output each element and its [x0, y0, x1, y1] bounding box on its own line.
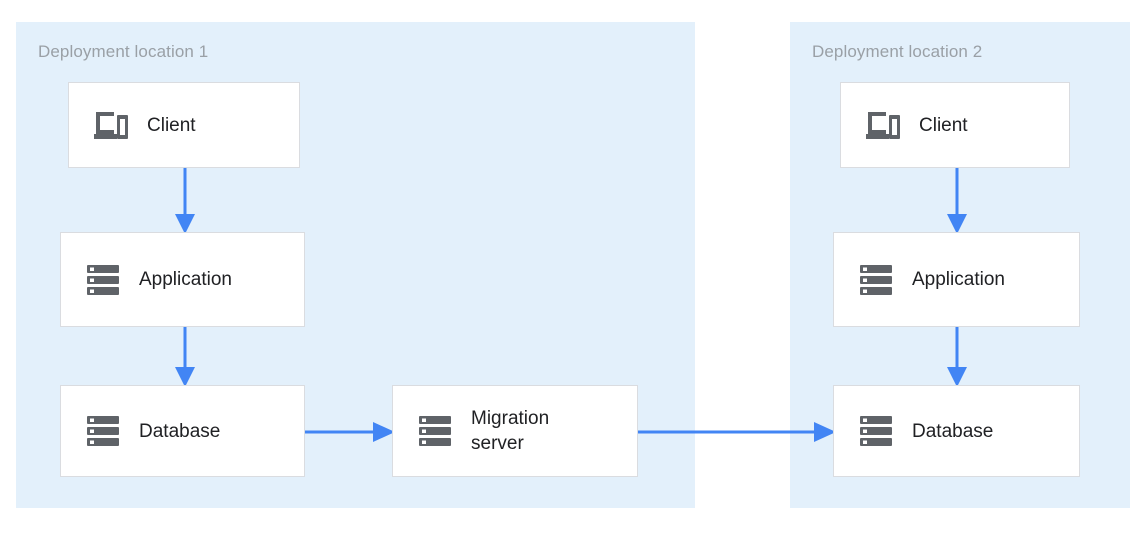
devices-icon — [91, 105, 131, 145]
node-migration-server[interactable]: Migration server — [392, 385, 638, 477]
edge-application1-to-database1 — [175, 325, 195, 387]
node-application-2[interactable]: Application — [833, 232, 1080, 327]
node-label-application-1: Application — [139, 269, 232, 290]
node-label-client-1: Client — [147, 114, 196, 136]
edge-client1-to-application1 — [175, 166, 195, 234]
edge-migration-server-to-database2 — [636, 422, 836, 442]
devices-icon — [863, 105, 903, 145]
zone-label-deployment-location-2: Deployment location 2 — [812, 42, 983, 61]
edge-client2-to-application2 — [947, 166, 967, 234]
node-client-1[interactable]: Client — [68, 82, 300, 168]
zone-label-deployment-location-1: Deployment location 1 — [38, 42, 209, 61]
node-application-1[interactable]: Application — [60, 232, 305, 327]
server-stack-icon — [83, 260, 123, 300]
node-label-migration-server: Migration server — [471, 408, 550, 454]
node-label-client-2: Client — [919, 114, 968, 136]
edge-database1-to-migration-server — [303, 422, 395, 442]
server-stack-icon — [83, 411, 123, 451]
node-label-database-1: Database — [139, 420, 221, 442]
node-database-1[interactable]: Database — [60, 385, 305, 477]
server-stack-icon — [856, 411, 896, 451]
node-client-2[interactable]: Client — [840, 82, 1070, 168]
server-stack-icon — [415, 411, 455, 451]
node-label-database-2: Database — [912, 420, 994, 442]
server-stack-icon — [856, 260, 896, 300]
node-database-2[interactable]: Database — [833, 385, 1080, 477]
node-label-application-2: Application — [912, 269, 1005, 290]
edge-application2-to-database2 — [947, 325, 967, 387]
